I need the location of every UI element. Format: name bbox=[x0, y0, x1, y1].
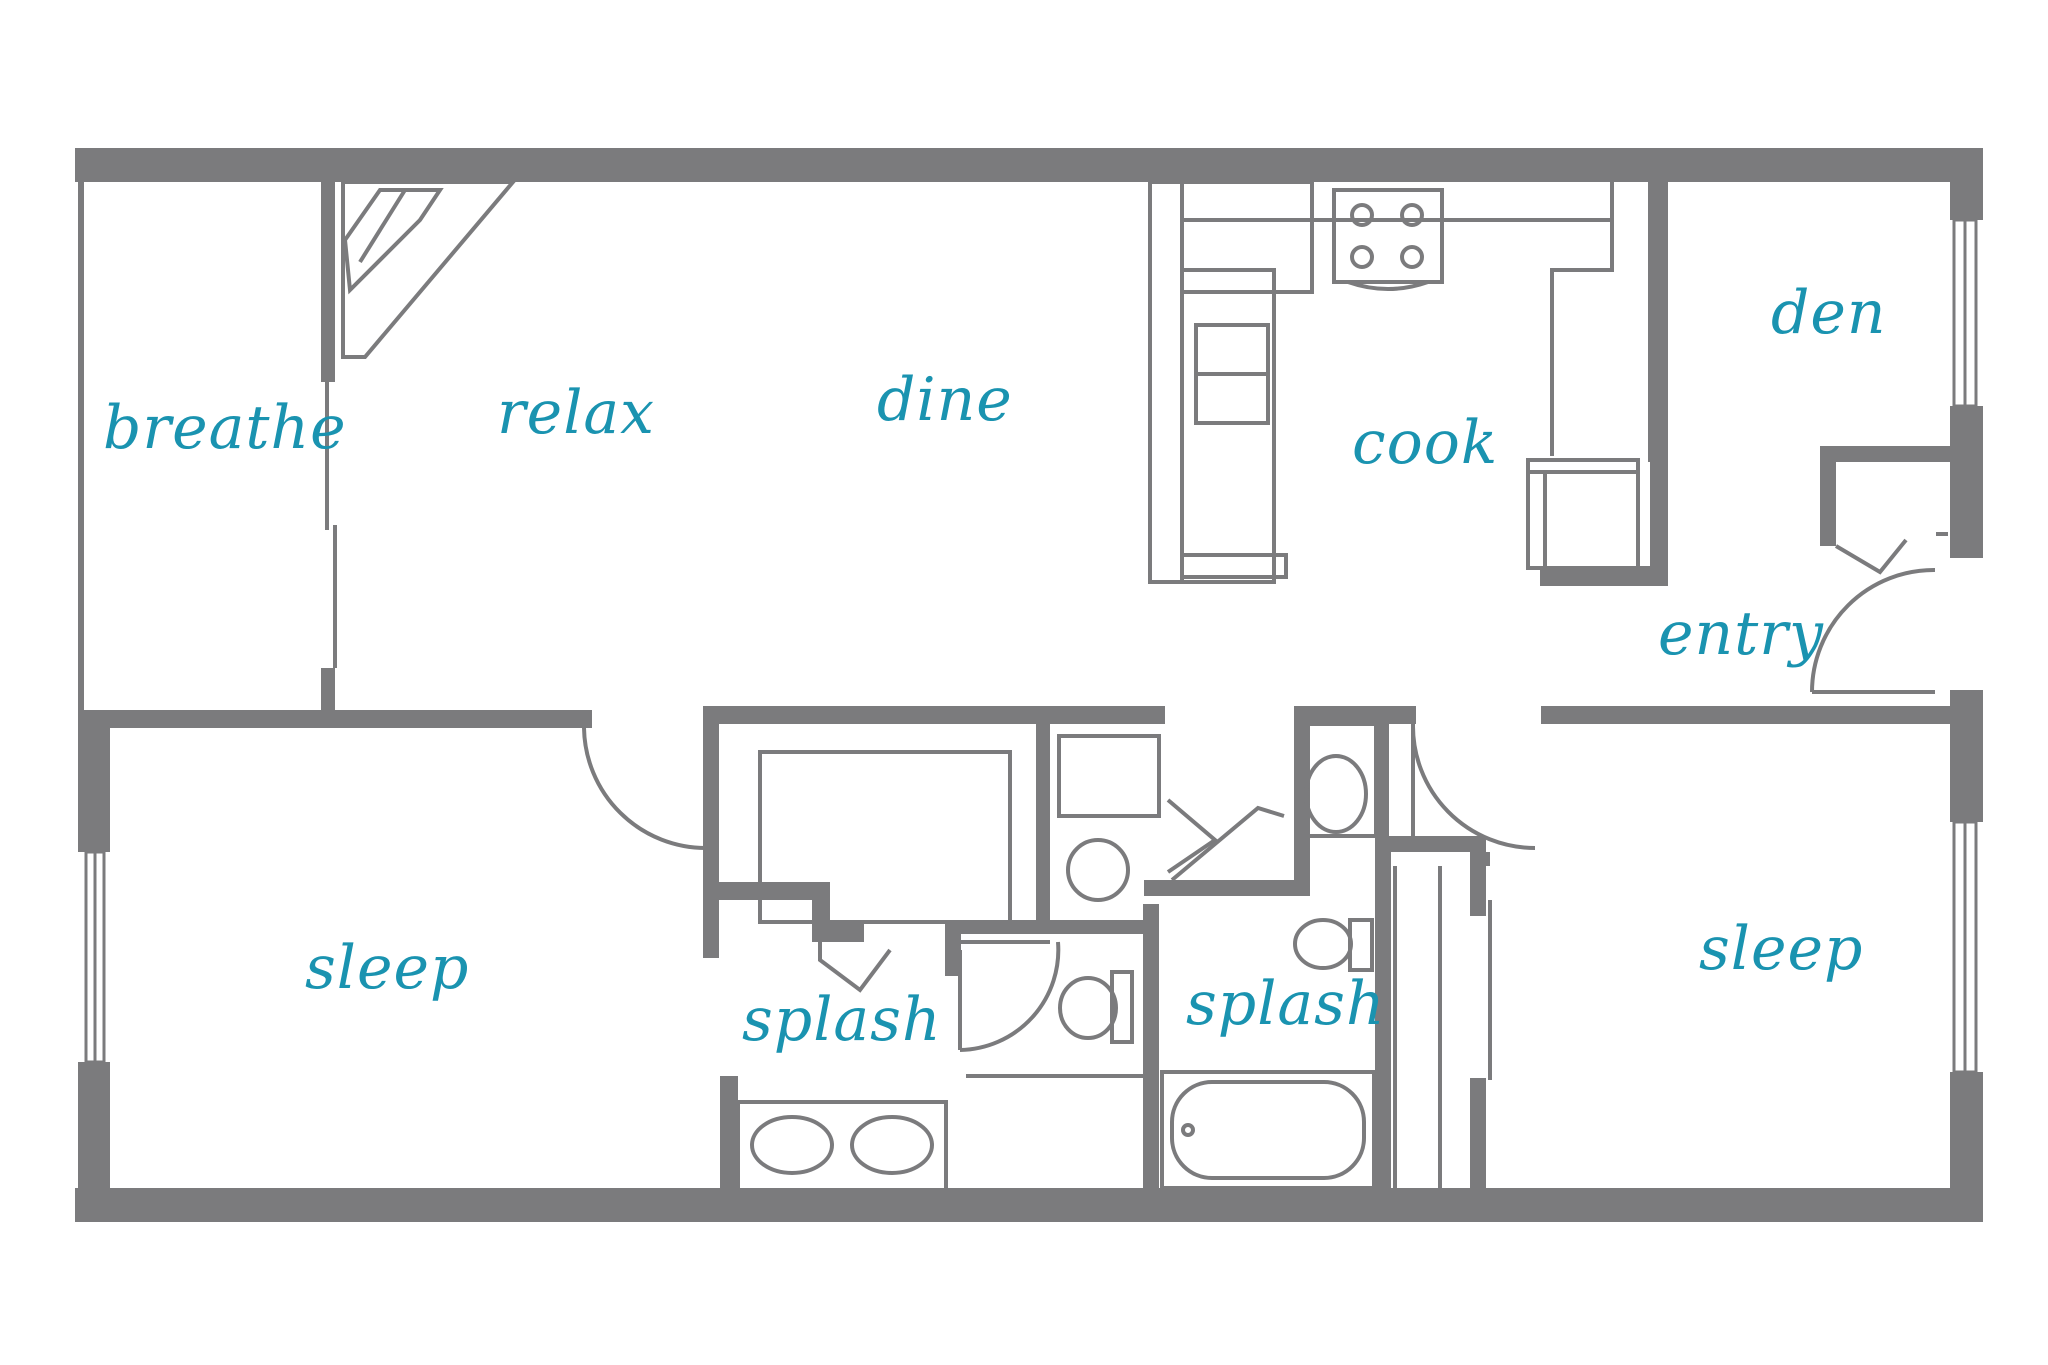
fireplace bbox=[341, 180, 518, 359]
bathtub bbox=[1160, 1070, 1376, 1190]
balcony-slider bbox=[321, 182, 337, 710]
sink-1 bbox=[750, 1115, 834, 1175]
wall-sleep-left-top bbox=[78, 710, 592, 728]
top-wall bbox=[75, 148, 1983, 182]
room-splash-right-label: splash bbox=[1186, 969, 1386, 1039]
right-wall-bottom bbox=[1950, 1072, 1983, 1192]
sink-2 bbox=[850, 1115, 934, 1175]
exterior-walls bbox=[75, 148, 1983, 1222]
room-labels: breathe relax dine cook den entry sleep … bbox=[103, 278, 1887, 1055]
toilet-right bbox=[1293, 918, 1353, 970]
wall-bath-right-top bbox=[1294, 706, 1416, 724]
washer bbox=[1066, 838, 1130, 902]
right-wall-lower bbox=[1950, 690, 1983, 822]
room-den-label: den bbox=[1771, 278, 1887, 348]
right-wall-mid bbox=[1950, 406, 1983, 558]
range bbox=[1332, 188, 1444, 284]
room-breathe-label: breathe bbox=[103, 393, 347, 463]
left-wall-lower bbox=[78, 1062, 110, 1192]
room-relax-label: relax bbox=[497, 378, 655, 448]
room-splash-left-label: splash bbox=[742, 985, 942, 1055]
wall-bath-left-top bbox=[703, 706, 1165, 724]
bottom-wall bbox=[75, 1188, 1983, 1222]
sink-right bbox=[1304, 754, 1368, 834]
room-sleep-left-label: sleep bbox=[305, 933, 469, 1003]
right-wall-top bbox=[1950, 148, 1983, 220]
fridge bbox=[1526, 458, 1640, 570]
interior-walls bbox=[78, 706, 1953, 1194]
toilet-left bbox=[1058, 976, 1118, 1040]
room-entry-label: entry bbox=[1658, 599, 1824, 669]
wall-sleep-right-top bbox=[1541, 706, 1953, 724]
doors bbox=[582, 446, 1960, 1052]
left-bath-fixtures bbox=[736, 734, 1161, 1192]
right-bath-fixtures bbox=[1160, 722, 1492, 1190]
room-dine-label: dine bbox=[877, 365, 1013, 435]
room-cook-label: cook bbox=[1352, 408, 1498, 478]
windows bbox=[84, 218, 1978, 1074]
room-sleep-right-label: sleep bbox=[1699, 914, 1863, 984]
kitchen-counters bbox=[1148, 180, 1668, 586]
left-wall-balcony bbox=[78, 182, 84, 710]
left-wall-upper bbox=[78, 710, 110, 852]
